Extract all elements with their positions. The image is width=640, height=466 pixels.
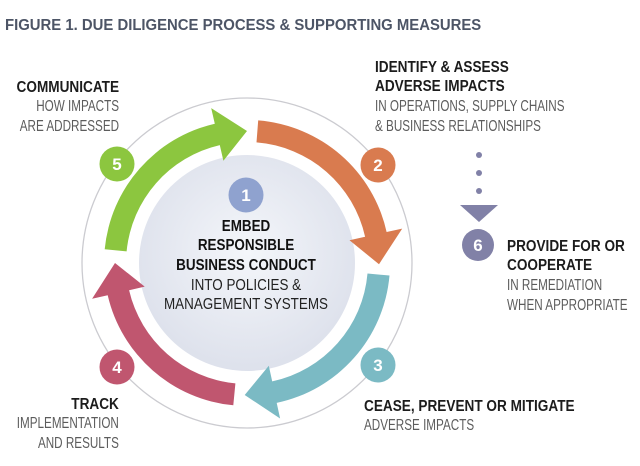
step-2-badge: 2 — [360, 147, 396, 183]
step-2-desc-line: IN OPERATIONS, SUPPLY CHAINS — [375, 98, 565, 115]
step-5-label: COMMUNICATE HOW IMPACTS ARE ADDRESSED — [0, 78, 119, 137]
step-1-label: EMBED RESPONSIBLE BUSINESS CONDUCT INTO … — [148, 217, 343, 316]
step-4-desc-line: AND RESULTS — [38, 435, 119, 452]
step-2-title-line: ADVERSE IMPACTS — [375, 78, 505, 96]
step-3-desc-line: ADVERSE IMPACTS — [364, 417, 475, 435]
step-3-label: CEASE, PREVENT OR MITIGATE ADVERSE IMPAC… — [364, 397, 612, 436]
step-2-label: IDENTIFY & ASSESS ADVERSE IMPACTS IN OPE… — [375, 58, 635, 137]
cycle-arrow-identify-assess — [256, 120, 403, 265]
step-1-title-line: EMBED — [221, 217, 271, 235]
step-3-number: 3 — [373, 356, 382, 375]
step-6-title-line: COOPERATE — [507, 257, 593, 275]
down-triangle-icon — [460, 205, 498, 222]
step-6-number: 6 — [473, 236, 482, 255]
cycle-arrow-communicate — [104, 108, 247, 252]
step-1-number: 1 — [241, 186, 250, 205]
step-6-desc-line: WHEN APPROPRIATE — [507, 296, 628, 314]
step-1-title-line: BUSINESS CONDUCT — [176, 257, 316, 274]
step-5-desc-line: ARE ADDRESSED — [19, 118, 119, 135]
cycle-arrow-track — [92, 263, 236, 406]
dotted-connector — [476, 152, 482, 194]
step-4-desc-line: IMPLEMENTATION — [16, 415, 119, 433]
step-2-desc-line: & BUSINESS RELATIONSHIPS — [375, 117, 541, 135]
step-4-badge: 4 — [99, 349, 135, 385]
step-3-badge: 3 — [360, 347, 396, 383]
step-1-desc-line: MANAGEMENT SYSTEMS — [163, 296, 329, 314]
step-2-number: 2 — [373, 156, 382, 175]
step-6-title-line: PROVIDE FOR OR — [507, 237, 625, 255]
step-1-desc-line: INTO POLICIES & — [190, 276, 302, 294]
cycle-arrow-cease-prevent-mitigate — [244, 273, 390, 419]
step-1-badge: 1 — [228, 177, 264, 213]
step-6-desc-line: IN REMEDIATION — [507, 277, 603, 294]
step-4-label: TRACK IMPLEMENTATION AND RESULTS — [0, 395, 119, 454]
step-5-desc-line: HOW IMPACTS — [36, 98, 119, 116]
center-disc — [139, 155, 355, 371]
step-6-label: PROVIDE FOR OR COOPERATE IN REMEDIATION … — [507, 237, 640, 316]
step-5-number: 5 — [112, 155, 121, 174]
step-5-title-line: COMMUNICATE — [16, 78, 119, 96]
step-1-title-line: RESPONSIBLE — [197, 237, 295, 255]
step-2-title-line: IDENTIFY & ASSESS — [375, 58, 509, 76]
step-6-badge: 6 — [462, 229, 494, 261]
step-4-number: 4 — [112, 358, 122, 377]
step-4-title-line: TRACK — [71, 395, 119, 413]
step-5-badge: 5 — [99, 146, 135, 182]
step-3-title-line: CEASE, PREVENT OR MITIGATE — [364, 397, 575, 415]
figure-title: FIGURE 1. DUE DILIGENCE PROCESS & SUPPOR… — [5, 16, 482, 34]
